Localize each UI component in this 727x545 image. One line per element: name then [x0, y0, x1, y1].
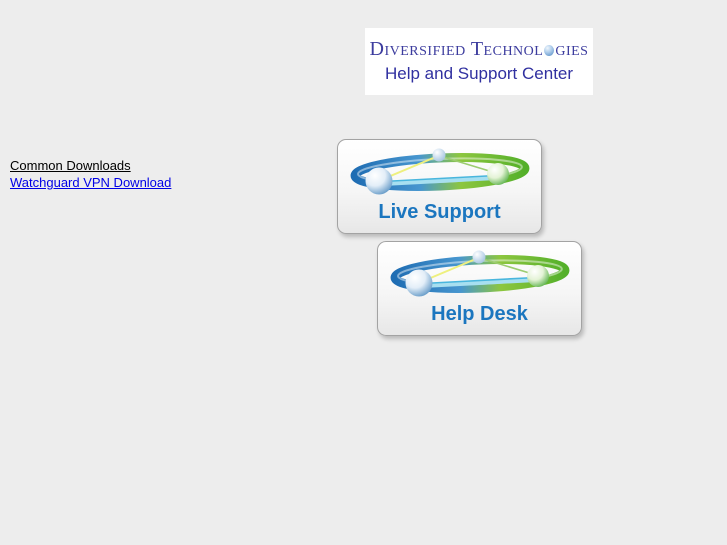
live-support-label: Live Support: [378, 201, 501, 223]
downloads-section: Common Downloads Watchguard VPN Download: [10, 157, 171, 191]
help-desk-button[interactable]: Help Desk: [377, 241, 582, 336]
company-title: Diversified Technol gies: [365, 37, 593, 61]
orbit-logo-icon: [387, 249, 573, 301]
common-downloads-heading: Common Downloads: [10, 158, 131, 173]
banner-subtitle: Help and Support Center: [384, 64, 574, 83]
orbit-logo-icon: [347, 147, 533, 199]
watchguard-vpn-download-link[interactable]: Watchguard VPN Download: [10, 175, 172, 190]
company-title-pre: Diversified Technol: [369, 38, 544, 60]
logo-banner: Diversified Technol gies Help and Support…: [365, 28, 593, 95]
sphere-o-icon: [544, 45, 555, 56]
help-desk-label: Help Desk: [431, 303, 528, 325]
live-support-button[interactable]: Live Support: [337, 139, 542, 234]
company-title-post: gies: [555, 38, 589, 60]
